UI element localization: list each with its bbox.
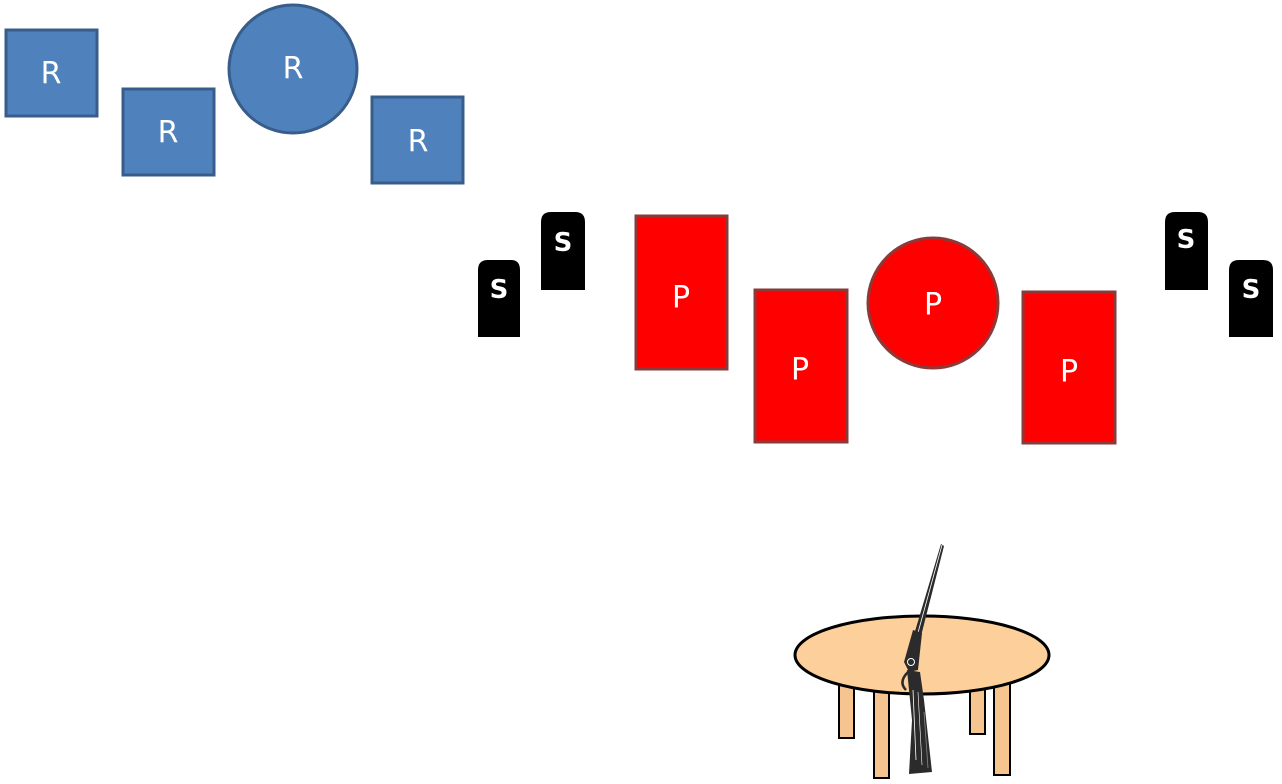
r-target-2-label: R xyxy=(158,116,179,151)
p-target-1-label: P xyxy=(672,281,690,316)
r-target-4-label: R xyxy=(408,125,429,160)
s-marker-1-label: S xyxy=(490,275,509,305)
p-target-2-shape xyxy=(753,288,849,444)
p-target-3-label: P xyxy=(924,288,942,323)
r-target-2: R xyxy=(121,87,216,177)
p-target-3-shape xyxy=(866,236,1000,370)
p-target-1-shape xyxy=(634,214,729,371)
s-marker-4: S xyxy=(1229,260,1273,337)
p-target-4-shape xyxy=(1021,290,1117,445)
table-icon xyxy=(793,614,1051,779)
s-marker-4-label: S xyxy=(1242,275,1261,305)
s-marker-4-shape xyxy=(1229,260,1273,337)
r-target-4-shape xyxy=(370,95,465,185)
r-target-3: R xyxy=(227,3,359,135)
r-target-1-shape xyxy=(4,28,99,118)
r-target-2-shape xyxy=(121,87,216,177)
shotgun-icon xyxy=(901,544,944,774)
r-target-4: R xyxy=(370,95,465,185)
s-marker-1-shape xyxy=(478,260,520,337)
s-marker-3-label: S xyxy=(1177,225,1196,255)
p-target-2-label: P xyxy=(791,353,809,388)
table-leg-front-right xyxy=(993,683,1011,776)
p-target-1: P xyxy=(634,214,729,371)
table-leg-front-left xyxy=(873,683,890,779)
s-marker-2-label: S xyxy=(554,228,573,258)
p-target-3: P xyxy=(866,236,1000,370)
s-marker-3-shape xyxy=(1165,212,1208,290)
s-marker-1: S xyxy=(478,260,520,337)
s-marker-2-shape xyxy=(541,212,585,290)
r-target-1: R xyxy=(4,28,99,118)
r-target-3-label: R xyxy=(283,52,304,87)
p-target-4-label: P xyxy=(1060,355,1078,390)
r-target-3-shape xyxy=(227,3,359,135)
s-marker-2: S xyxy=(541,212,585,290)
p-target-4: P xyxy=(1021,290,1117,445)
r-target-1-label: R xyxy=(41,57,62,92)
p-target-2: P xyxy=(753,288,849,444)
s-marker-3: S xyxy=(1165,212,1208,290)
